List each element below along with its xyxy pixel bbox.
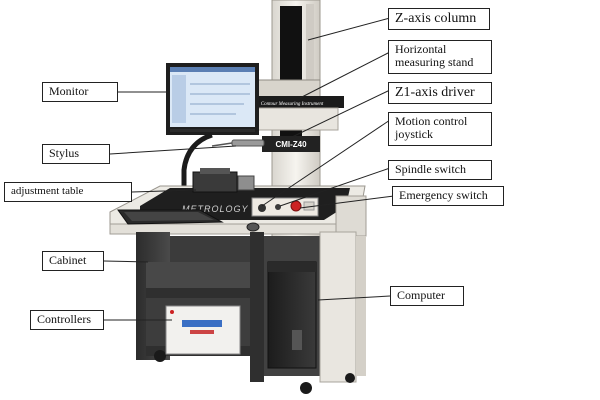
label-spindle-switch: Spindle switch [388,160,492,180]
lead-z-axis-column [307,17,391,41]
label-stylus: Stylus [42,144,110,164]
label-cabinet: Cabinet [42,251,104,271]
label-emergency-switch: Emergency switch [392,186,504,206]
lead-computer [317,295,391,301]
adjustment-table [192,168,255,193]
label-adjustment-table: adjustment table [4,182,132,202]
label-motion-control-joystick: Motion control joystick [388,112,492,146]
lead-motion-control-joystick [261,119,391,207]
label-computer: Computer [390,286,464,306]
table-brand-text: METROLOGY [182,204,249,214]
instrument-banner: Contour Measuring Instrument [261,102,324,107]
label-z1-axis-driver: Z1-axis driver [388,82,492,104]
lead-cabinet [103,260,149,263]
spindle-switch [275,204,281,210]
label-controllers: Controllers [30,310,104,330]
mouse [246,222,260,232]
z1-axis-driver: CMI-Z40 [262,136,320,152]
lead-adjustment-table [131,189,197,193]
stylus [211,139,265,147]
label-z-axis-column: Z-axis column [388,8,490,30]
monitor [166,63,259,196]
emergency-switch [290,200,302,212]
keyboard [117,209,224,225]
lead-stylus [109,145,237,155]
controllers-box [165,305,241,355]
computer-tower [267,261,317,369]
lead-lines [103,17,395,321]
label-horizontal-measuring-stand: Horizontal measuring stand [388,40,492,74]
lead-emergency-switch [299,195,395,209]
label-monitor: Monitor [42,82,118,102]
joystick [258,204,266,212]
lead-z1-axis-driver [291,89,391,138]
lead-spindle-switch [279,167,391,207]
lead-horizontal-measuring-stand [299,51,391,99]
horizontal-measuring-stand: Contour Measuring Instrument [240,79,344,131]
model-plate-text: CMI-Z40 [275,140,307,149]
control-panel [251,197,319,217]
